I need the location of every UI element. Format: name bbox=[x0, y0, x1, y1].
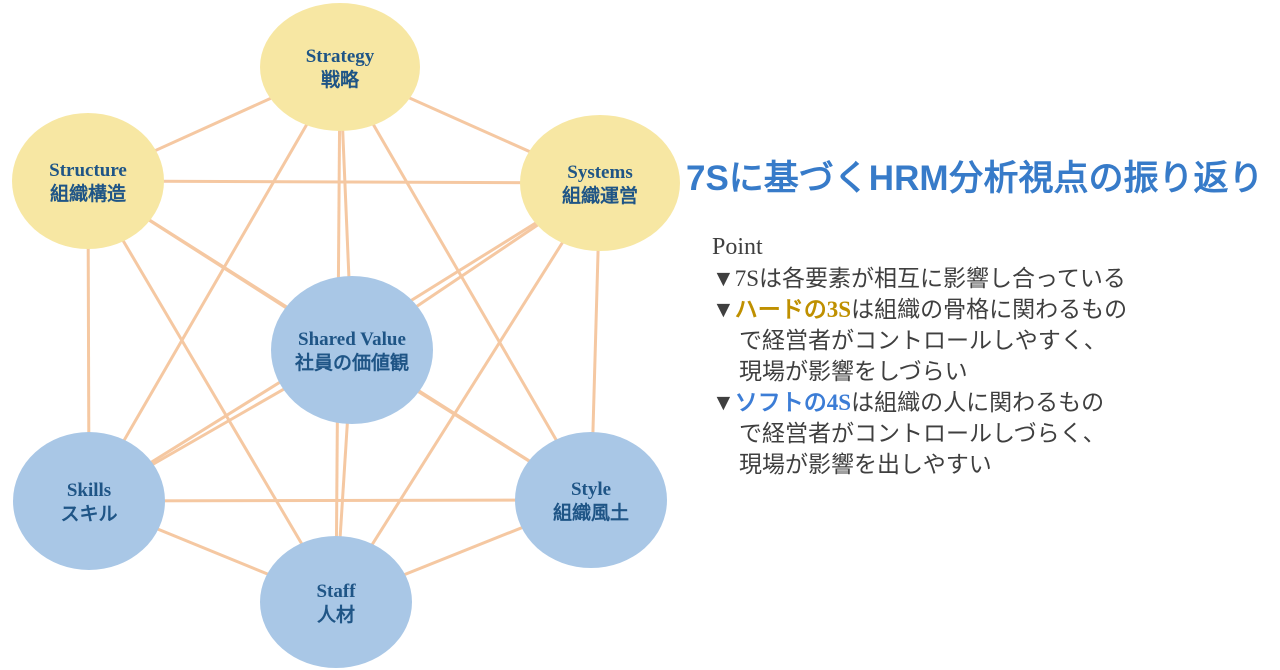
hard-3s-highlight: ハードの3S bbox=[734, 297, 852, 322]
node-style-circle bbox=[515, 432, 667, 568]
point-text-segment: ▼ bbox=[712, 390, 735, 415]
node-structure-circle bbox=[12, 113, 164, 249]
node-staff-circle bbox=[260, 536, 412, 668]
point-line-6: で経営者がコントロールしづらく、 bbox=[712, 418, 1272, 449]
point-line-5: ▼ソフトの4Sは組織の人に関わるもの bbox=[712, 387, 1272, 418]
node-skills-circle bbox=[13, 432, 165, 570]
page-title: 7Sに基づくHRM分析視点の振り返り bbox=[686, 159, 1264, 198]
point-line-7: 現場が影響を出しやすい bbox=[712, 449, 1272, 480]
node-shared_value-label-en: Shared Value bbox=[298, 329, 406, 350]
soft-4s-highlight: ソフトの4S bbox=[734, 390, 852, 415]
node-systems-label-en: Systems bbox=[567, 162, 632, 183]
node-style-label-ja: 組織風土 bbox=[553, 501, 629, 524]
point-line-1: ▼7Sは各要素が相互に影響し合っている bbox=[712, 263, 1272, 294]
node-skills-label-ja: スキル bbox=[60, 504, 117, 525]
node-systems-label-ja: 組織運営 bbox=[562, 184, 638, 207]
point-heading: Point bbox=[712, 234, 763, 260]
point-text-segment: 現場が影響を出しやすい bbox=[739, 452, 992, 477]
point-lines: ▼7Sは各要素が相互に影響し合っている▼ハードの3Sは組織の骨格に関わるもので経… bbox=[712, 263, 1272, 480]
edge-structure-systems bbox=[87, 179, 601, 185]
node-structure-label-ja: 組織構造 bbox=[50, 182, 127, 205]
node-style-label-en: Style bbox=[571, 479, 611, 500]
point-line-4: 現場が影響をしづらい bbox=[712, 356, 1272, 387]
edge-structure-staff bbox=[86, 180, 338, 603]
point-block: Point ▼7Sは各要素が相互に影響し合っている▼ハードの3Sは組織の骨格に関… bbox=[712, 231, 1272, 480]
edge-systems-staff bbox=[334, 182, 602, 603]
node-strategy-label-ja: 戦略 bbox=[321, 68, 360, 91]
node-shared_value-label-ja: 社員の価値観 bbox=[294, 351, 409, 374]
point-text-segment: ▼ bbox=[712, 297, 735, 322]
point-text-segment: で経営者がコントロールしやすく、 bbox=[739, 328, 1107, 353]
point-line-3: で経営者がコントロールしやすく、 bbox=[712, 325, 1272, 356]
point-text-segment: ▼7Sは各要素が相互に影響し合っている bbox=[712, 266, 1126, 291]
node-staff-label-en: Staff bbox=[316, 581, 356, 602]
node-strategy-label-en: Strategy bbox=[306, 46, 375, 67]
edge-strategy-skills bbox=[87, 66, 342, 502]
node-structure-label-en: Structure bbox=[49, 160, 127, 181]
node-staff-label-ja: 人材 bbox=[317, 603, 355, 626]
edge-skills-style bbox=[88, 498, 592, 503]
node-strategy-circle bbox=[260, 3, 420, 131]
node-skills-label-en: Skills bbox=[67, 480, 111, 501]
point-line-2: ▼ハードの3Sは組織の骨格に関わるもの bbox=[712, 294, 1272, 325]
point-text-segment: で経営者がコントロールしづらく、 bbox=[739, 421, 1106, 446]
point-text-segment: は組織の人に関わるもの bbox=[851, 390, 1105, 415]
point-text-segment: は組織の骨格に関わるもの bbox=[851, 297, 1128, 322]
node-shared_value-circle bbox=[271, 276, 433, 424]
node-systems-circle bbox=[520, 115, 680, 251]
point-text-segment: 現場が影響をしづらい bbox=[739, 359, 968, 384]
edge-strategy-style bbox=[338, 66, 593, 501]
